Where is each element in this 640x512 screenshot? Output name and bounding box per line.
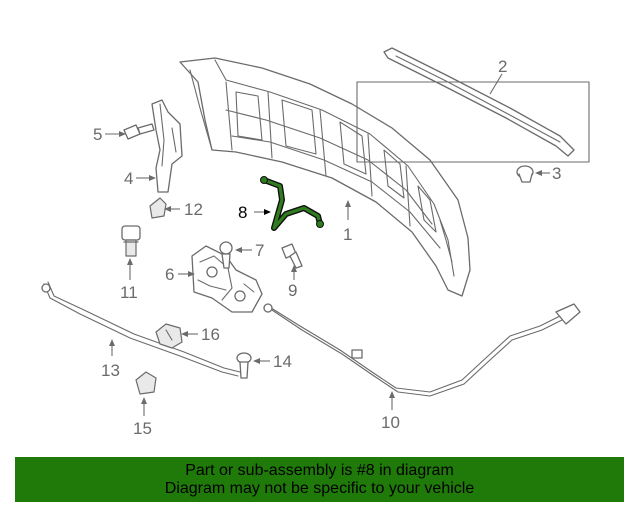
callout-9: 9 [288, 281, 297, 300]
callout-14: 14 [273, 352, 292, 371]
callout-7: 7 [255, 241, 264, 260]
hinge-bracket [151, 99, 183, 193]
callout-5: 5 [93, 125, 102, 144]
callout-2: 2 [498, 57, 507, 76]
hood-panel [179, 57, 471, 297]
rod-clip [135, 371, 157, 395]
callout-4: 4 [124, 169, 133, 188]
latch-bolt [219, 241, 233, 269]
striker-bolt [281, 243, 303, 269]
hood-weatherstrip [383, 47, 575, 157]
callout-16: 16 [201, 325, 220, 344]
banner-line-part: Part or sub-assembly is #8 in diagram [185, 461, 454, 479]
retainer-clip [149, 197, 167, 219]
callout-15: 15 [133, 419, 152, 438]
callout-13: 13 [101, 361, 120, 380]
callout-10: 10 [381, 413, 400, 432]
hood-prop-rod [260, 176, 324, 231]
leader-lines [105, 73, 550, 416]
info-banner: Part or sub-assembly is #8 in diagram Di… [15, 457, 624, 502]
banner-line-disclaimer: Diagram may not be specific to your vehi… [164, 479, 475, 497]
callout-12: 12 [184, 200, 203, 219]
support-rod [41, 281, 241, 377]
release-cable [263, 303, 581, 397]
hood-latch [191, 245, 263, 313]
hinge-bolt [123, 123, 155, 140]
cable-clip [155, 323, 183, 349]
callout-8: 8 [238, 203, 247, 222]
hood-bumper [516, 165, 534, 183]
callout-6: 6 [165, 265, 174, 284]
callout-11: 11 [120, 283, 138, 302]
callout-1: 1 [343, 225, 352, 244]
callout-3: 3 [552, 164, 561, 183]
rod-bolt [236, 352, 252, 379]
insulator-panel [356, 81, 590, 163]
cable-fitting [121, 225, 141, 257]
